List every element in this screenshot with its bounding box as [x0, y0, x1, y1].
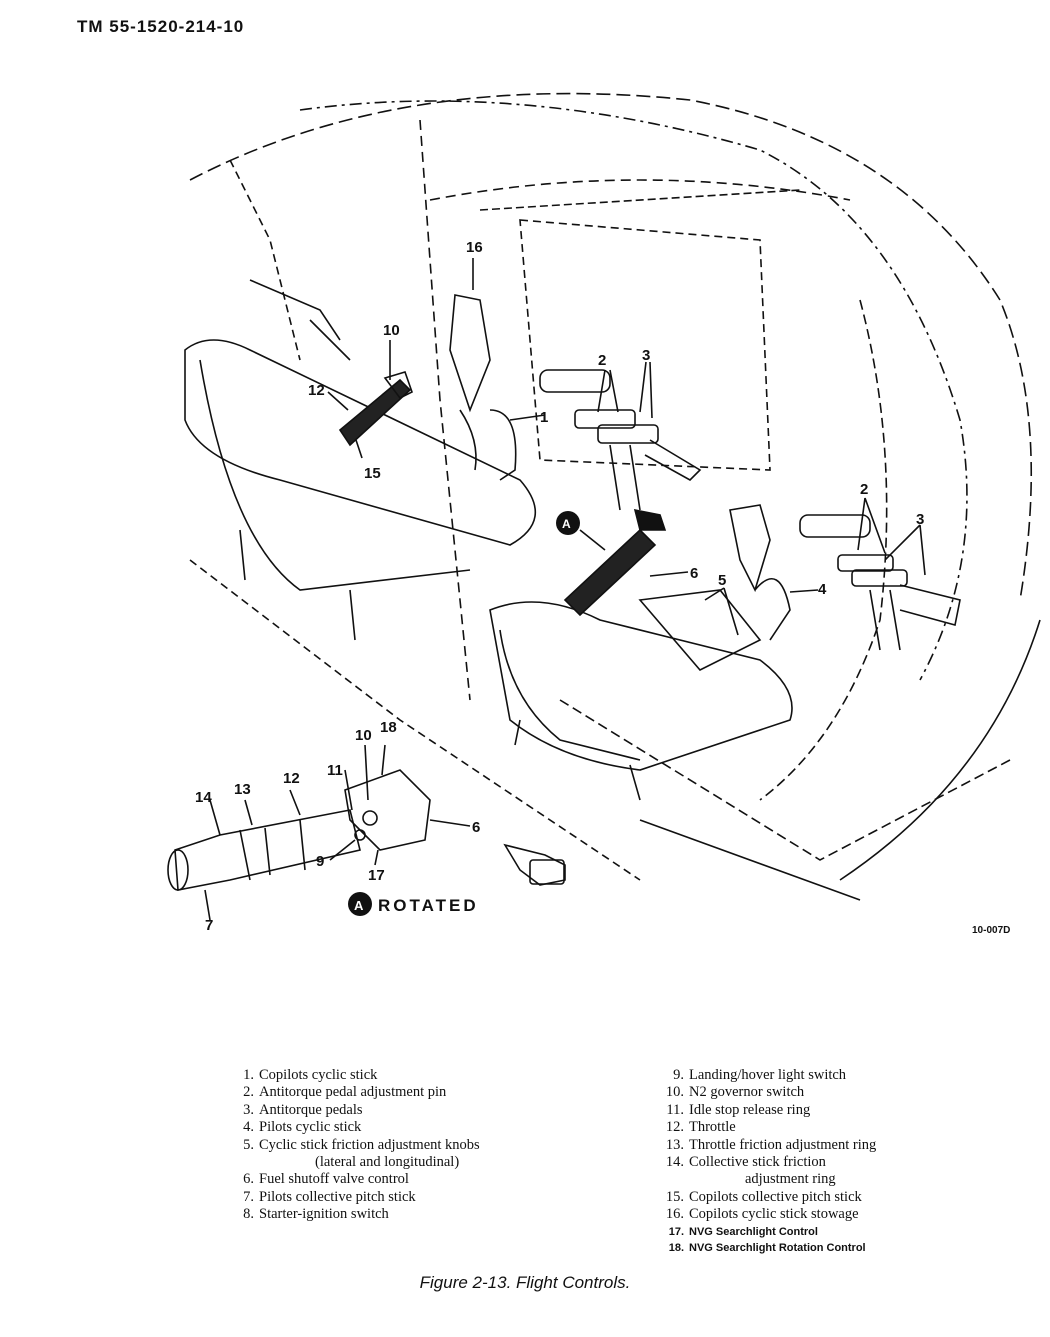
legend-item: 10.N2 governor switch — [665, 1084, 805, 1101]
figure-caption: Figure 2-13. Flight Controls. — [419, 1273, 631, 1292]
marker-a-label: A — [562, 517, 571, 531]
legend-item: 14.Collective stick friction — [665, 1154, 826, 1171]
callout-12: 12 — [308, 382, 325, 399]
legend-item: 1.Copilots cyclic stick — [243, 1067, 378, 1083]
inset-callout-9: 9 — [316, 853, 324, 870]
legend-item: 18.NVG Searchlight Rotation Control — [668, 1241, 866, 1254]
legend-item: 4.Pilots cyclic stick — [243, 1119, 362, 1136]
legend-item: 6.Fuel shutoff valve control — [243, 1171, 409, 1188]
legend-item: (lateral and longitudinal) — [315, 1154, 460, 1171]
rotated-marker-label: A — [354, 898, 364, 913]
rotated-marker-circle — [348, 892, 372, 916]
legend-right: 9.Landing/hover light switch 10.N2 gover… — [662, 1067, 876, 1256]
document-id: TM 55-1520-214-10 — [77, 17, 245, 36]
inset-callout-17: 17 — [368, 867, 385, 884]
callout-2-right: 2 — [860, 481, 868, 498]
legend-item: 8.Starter-ignition switch — [243, 1206, 389, 1223]
inset-callout-18: 18 — [380, 719, 397, 736]
callout-3: 3 — [642, 347, 650, 364]
flight-controls-illustration: 16 10 12 15 1 2 3 A 6 5 4 2 3 10 18 11 1… — [150, 80, 1050, 960]
legend-item: 17.NVG Searchlight Control — [668, 1225, 818, 1238]
inset-callout-13: 13 — [234, 781, 251, 798]
legend-left: 1.Copilots cyclic stick 2.Antitorque ped… — [232, 1067, 480, 1224]
callout-4: 4 — [818, 581, 827, 598]
callout-labels: 16 10 12 15 1 2 3 A 6 5 4 2 3 10 18 11 1… — [195, 239, 924, 934]
marker-a-circle — [556, 511, 580, 535]
legend-item: 9.Landing/hover light switch — [673, 1067, 847, 1083]
rotated-label: ROTATED — [378, 896, 479, 915]
callout-6: 6 — [690, 565, 698, 582]
inset-callout-10: 10 — [355, 727, 372, 744]
callout-2: 2 — [598, 352, 606, 369]
cockpit-drawing: 16 10 12 15 1 2 3 A 6 5 4 2 3 10 18 11 1… — [167, 92, 1041, 934]
legend-item: 13.Throttle friction adjustment ring — [665, 1136, 877, 1153]
legend-item: 3.Antitorque pedals — [243, 1101, 363, 1118]
legend-item: 12.Throttle — [665, 1119, 736, 1136]
callout-1: 1 — [540, 409, 548, 426]
inset-callout-12: 12 — [283, 770, 300, 787]
callout-16: 16 — [466, 239, 483, 256]
legend-item: 5.Cyclic stick friction adjustment knobs — [243, 1136, 480, 1153]
legend-item: 11.Idle stop release ring — [666, 1101, 811, 1118]
legend-item: 15.Copilots collective pitch stick — [665, 1188, 862, 1205]
legend-item: 2.Antitorque pedal adjustment pin — [243, 1084, 447, 1101]
callout-5: 5 — [718, 572, 726, 589]
legend-item: 7.Pilots collective pitch stick — [243, 1188, 416, 1205]
callout-3-right: 3 — [916, 511, 924, 528]
inset-callout-6: 6 — [472, 819, 480, 836]
callout-10: 10 — [383, 322, 400, 339]
callout-15: 15 — [364, 465, 381, 482]
legend-item: adjustment ring — [745, 1171, 836, 1188]
figure-code: 10-007D — [972, 925, 1011, 936]
inset-callout-11: 11 — [327, 762, 343, 779]
inset-callout-7: 7 — [205, 917, 213, 934]
legend-item: 16.Copilots cyclic stick stowage — [665, 1206, 859, 1223]
inset-callout-14: 14 — [195, 789, 212, 806]
